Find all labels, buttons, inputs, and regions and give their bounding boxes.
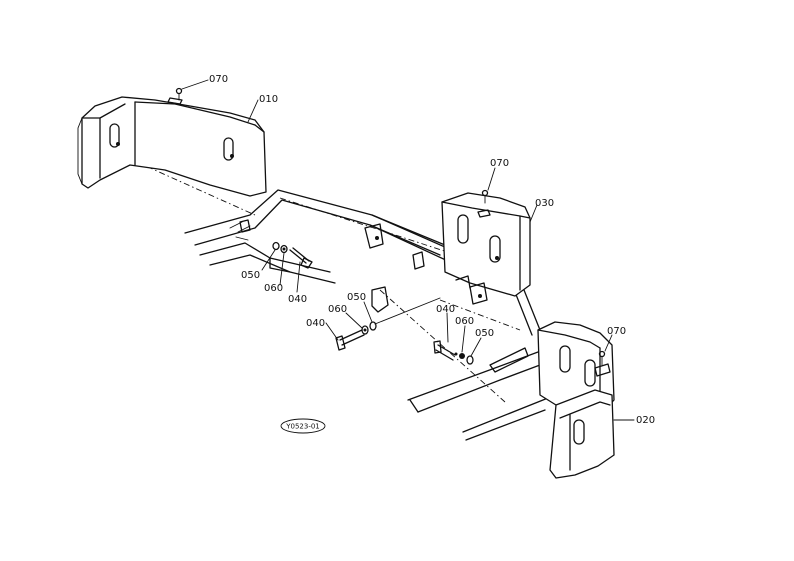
label-040-a: 040 [288, 294, 307, 305]
label-070-right: 070 [607, 326, 626, 337]
drawing-code: Y0523-01 [280, 418, 326, 434]
label-050-b: 050 [347, 292, 366, 303]
right-weight-020 [537, 321, 615, 479]
label-060-b: 060 [328, 304, 347, 315]
label-010: 010 [259, 94, 278, 105]
label-030: 030 [535, 198, 554, 209]
label-040-c: 040 [436, 304, 455, 315]
label-050-a: 050 [241, 270, 260, 281]
drawing-code-text: Y0523-01 [285, 423, 320, 431]
center-lines [109, 149, 521, 403]
label-020: 020 [636, 415, 655, 426]
fastener-group-a [272, 241, 313, 269]
plugs-070 [175, 87, 606, 366]
fastener-group-b [335, 297, 441, 351]
label-070-center: 070 [490, 158, 509, 169]
frame-brackets [239, 219, 488, 313]
left-weight-010 [77, 96, 267, 197]
fastener-group-c [433, 340, 474, 365]
frame-lines [184, 189, 549, 441]
part-labels: 070 010 070 030 070 020 050 060 040 050 … [209, 74, 655, 426]
label-070-left: 070 [209, 74, 228, 85]
label-050-c: 050 [475, 328, 494, 339]
center-weight-030 [441, 192, 531, 297]
leader-lines [181, 79, 635, 421]
label-060-c: 060 [455, 316, 474, 327]
label-060-a: 060 [264, 283, 283, 294]
label-040-b: 040 [306, 318, 325, 329]
